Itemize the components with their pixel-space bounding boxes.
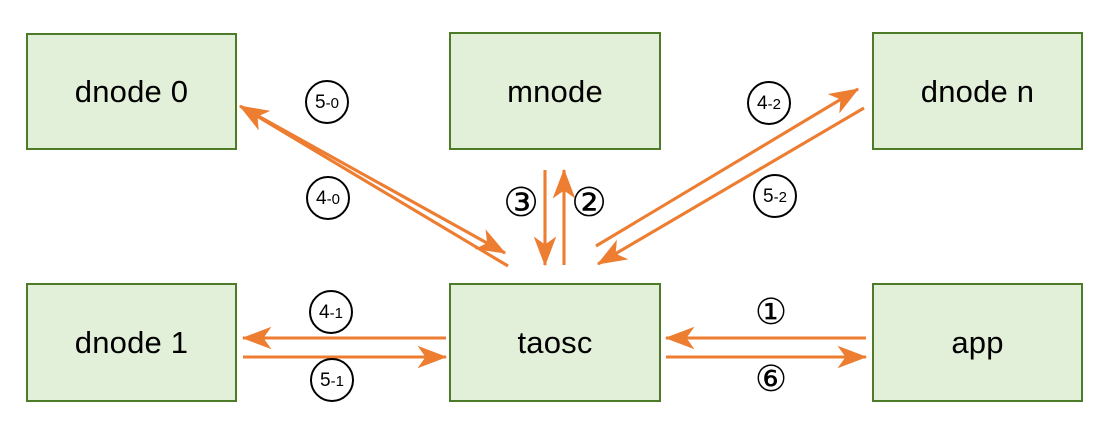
edge-label-6-text: ⑥: [754, 359, 788, 400]
edge-label-2-text: ②: [571, 180, 607, 226]
node-dnoden[interactable]: dnode n: [872, 32, 1083, 150]
node-dnode0[interactable]: dnode 0: [26, 33, 237, 150]
arrow-5-0: [238, 104, 509, 268]
edge-label-5-0: 5-0: [305, 80, 349, 124]
edge-label-4-1-text: 4-1: [319, 301, 343, 323]
edge-label-4-0-text: 4-0: [316, 187, 340, 209]
node-mnode[interactable]: mnode: [449, 32, 661, 150]
edge-label-3: ③: [497, 179, 545, 227]
node-dnode1[interactable]: dnode 1: [26, 283, 237, 402]
edge-label-5-1: 5-1: [310, 358, 354, 402]
edge-label-1: ①: [749, 291, 793, 335]
edge-label-5-1-text: 5-1: [320, 369, 344, 391]
node-label-dnoden: dnode n: [920, 73, 1035, 109]
edge-label-5-2-text: 5-2: [763, 185, 787, 207]
edge-label-4-2-text: 4-2: [757, 92, 781, 114]
edge-label-1-text: ①: [754, 292, 788, 333]
node-label-dnode0: dnode 0: [74, 74, 189, 109]
edge-label-4-2: 4-2: [747, 81, 791, 125]
node-label-taosc: taosc: [517, 325, 593, 360]
arrow-4-2: [595, 87, 860, 248]
node-label-app: app: [951, 325, 1004, 360]
edge-label-4-0: 4-0: [306, 176, 350, 220]
edge-label-3-text: ③: [503, 180, 539, 226]
edge-label-5-0-text: 5-0: [315, 91, 339, 113]
arrow-5-2: [596, 106, 865, 266]
edge-label-4-1: 4-1: [309, 290, 353, 334]
node-taosc[interactable]: taosc: [449, 283, 661, 402]
edge-label-6: ⑥: [749, 358, 793, 402]
edge-label-2: ②: [565, 179, 613, 227]
node-app[interactable]: app: [872, 283, 1083, 402]
node-label-dnode1: dnode 1: [74, 325, 189, 360]
edge-label-5-2: 5-2: [753, 174, 797, 218]
node-label-mnode: mnode: [507, 73, 603, 109]
arrow-4-0: [250, 110, 507, 255]
